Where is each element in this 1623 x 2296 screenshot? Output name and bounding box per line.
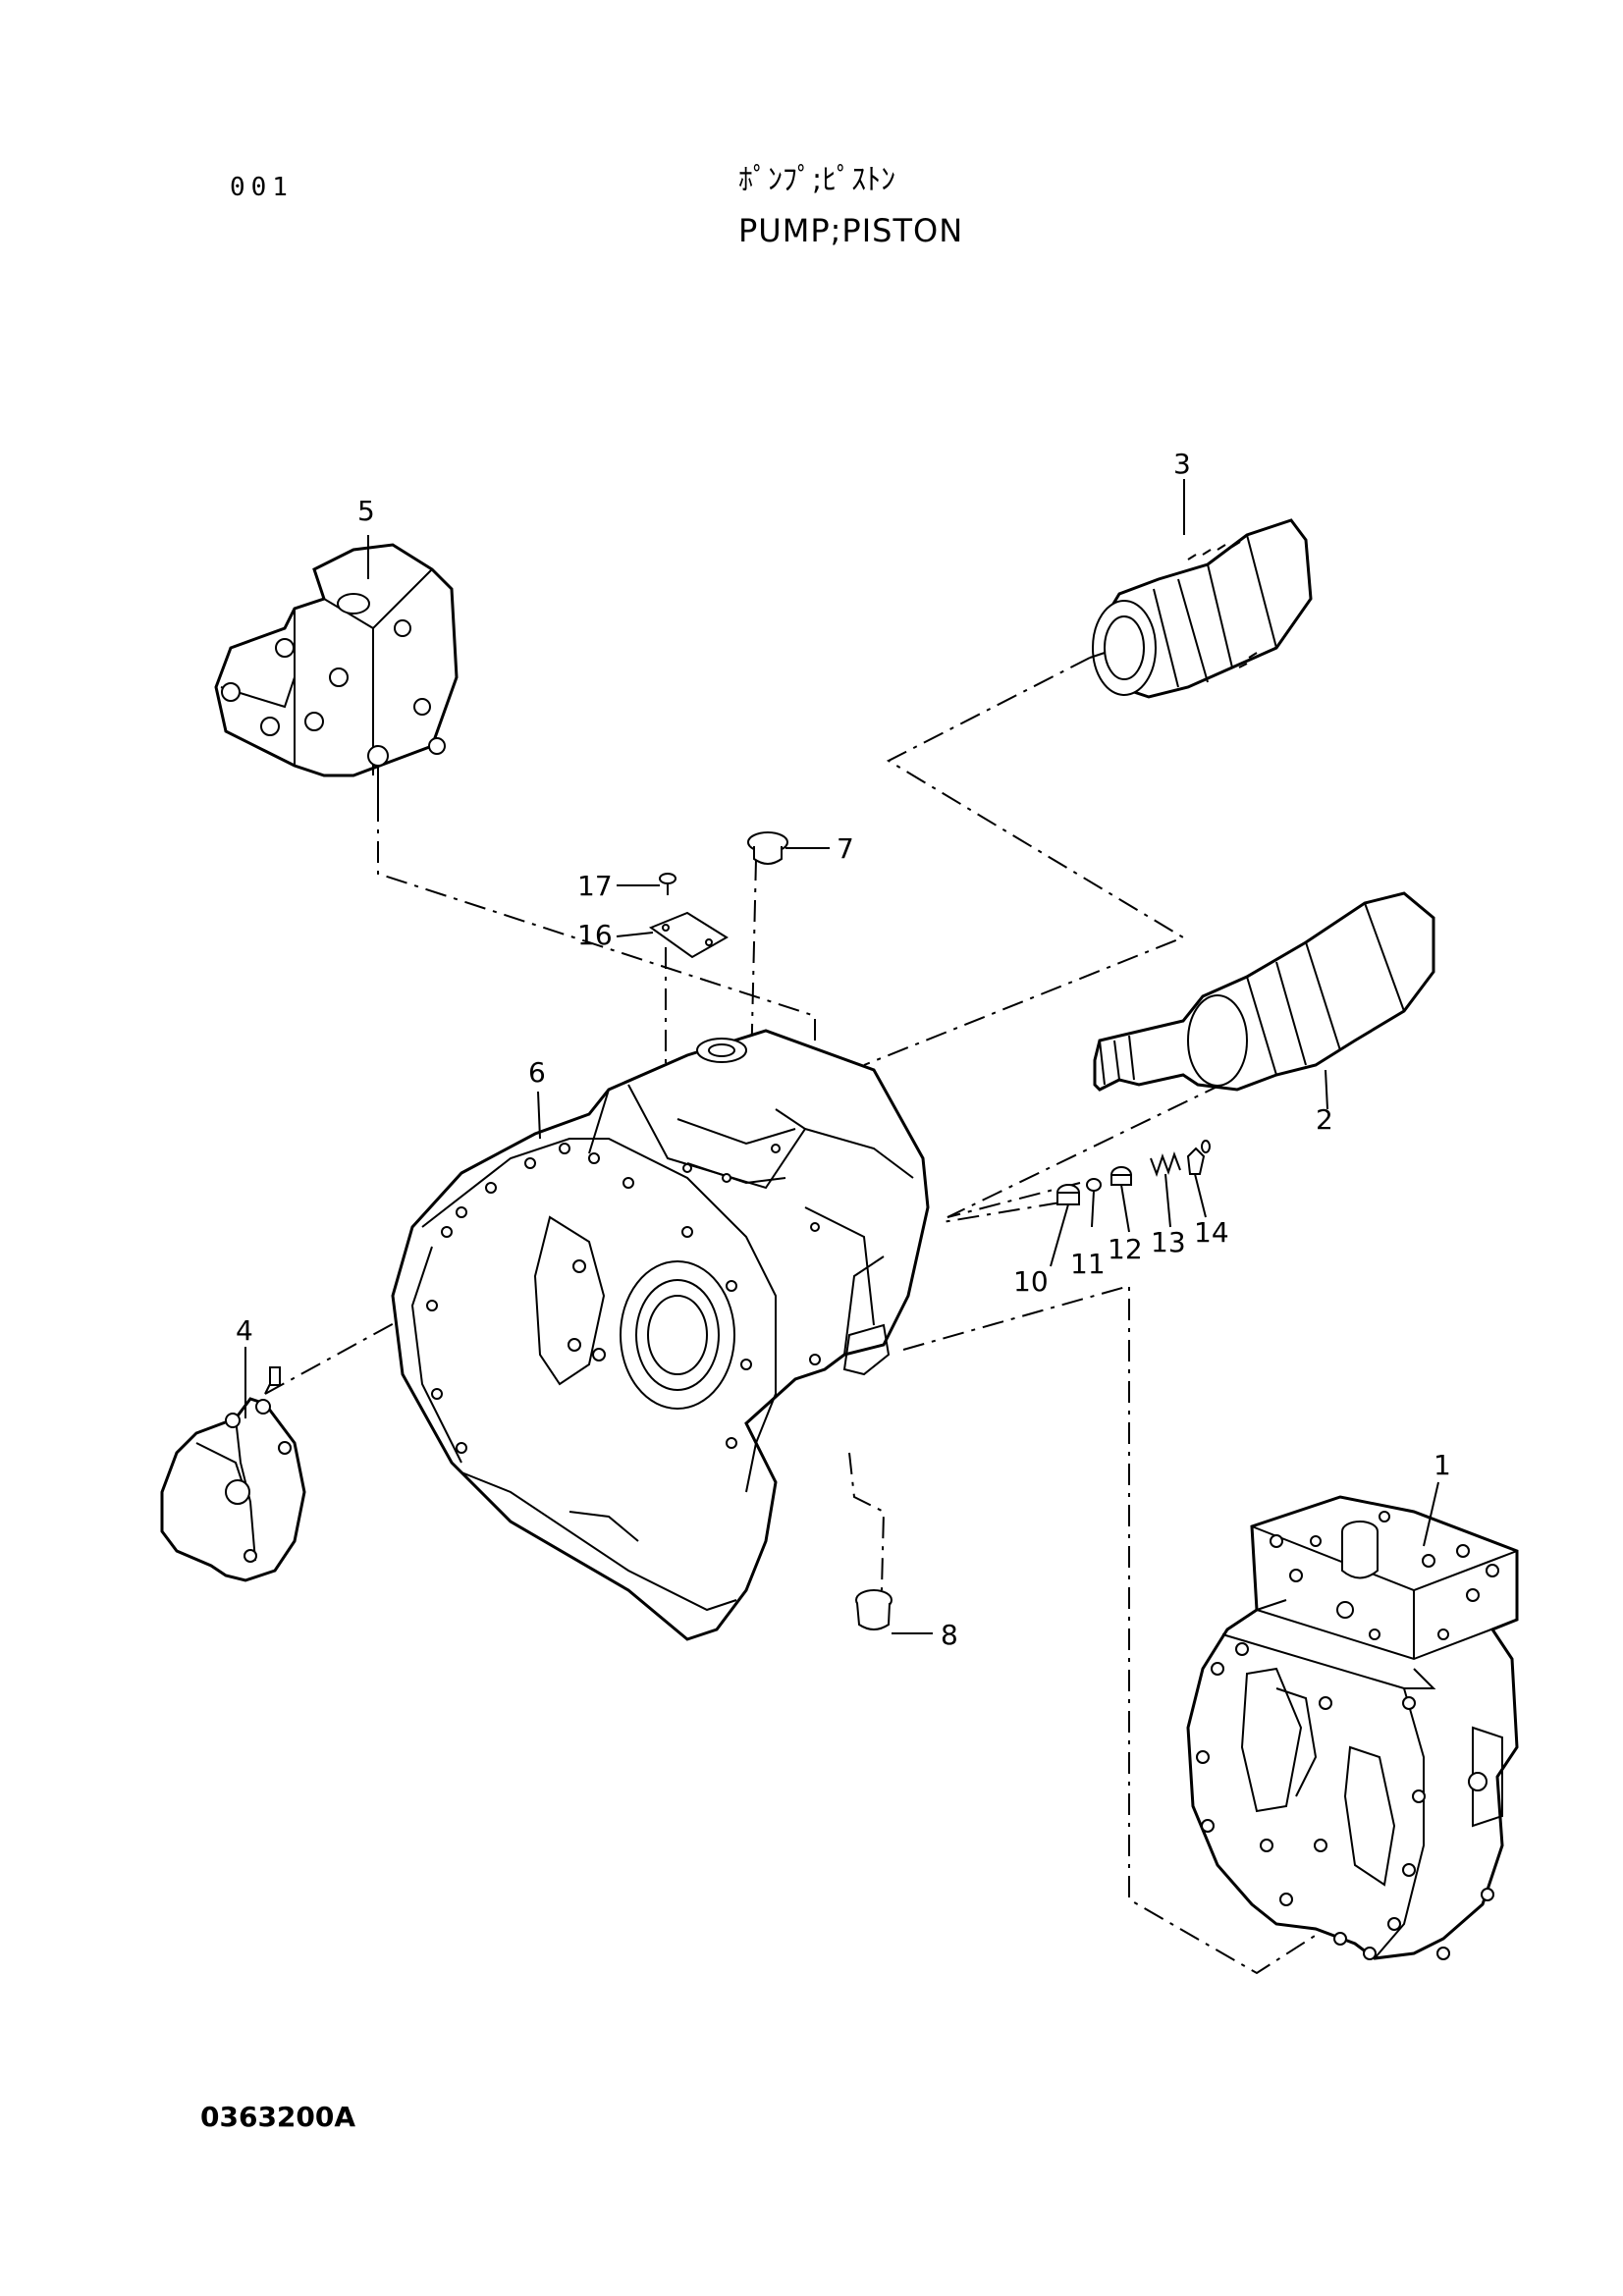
part-16-plate xyxy=(648,911,729,959)
part-10-bushing xyxy=(1056,1184,1080,1205)
part-8-plug xyxy=(855,1589,893,1630)
label-part-3: 3 xyxy=(1173,448,1191,480)
part-17-rivet xyxy=(659,873,676,895)
part-5-gear-pump xyxy=(214,543,459,800)
part-12-bushing xyxy=(1110,1166,1132,1186)
part-labels: 5 3 2 4 6 7 8 17 16 10 11 12 13 14 1 xyxy=(236,448,1451,1651)
label-part-5: 5 xyxy=(357,495,375,527)
part-2-gear-shaft xyxy=(1093,891,1435,1092)
part-4-cover xyxy=(160,1366,306,1582)
part-13-spring xyxy=(1150,1151,1181,1177)
label-part-10: 10 xyxy=(1013,1265,1049,1298)
part-6-pump-housing xyxy=(391,1029,930,1641)
label-part-8: 8 xyxy=(941,1619,958,1651)
label-part-6: 6 xyxy=(528,1056,546,1089)
label-part-11: 11 xyxy=(1070,1248,1106,1280)
label-part-1: 1 xyxy=(1434,1449,1451,1481)
part-14-clip xyxy=(1186,1140,1211,1175)
part-1-main-pump xyxy=(1186,1495,1519,1960)
part-11-ring xyxy=(1086,1178,1102,1192)
label-part-7: 7 xyxy=(837,832,854,865)
leader-lines xyxy=(244,479,1439,1634)
document-code: 0363200A xyxy=(200,2101,356,2133)
label-part-16: 16 xyxy=(577,919,613,951)
part-3-gear-shaft xyxy=(1089,518,1313,699)
label-part-4: 4 xyxy=(236,1314,253,1347)
label-part-12: 12 xyxy=(1108,1233,1143,1265)
title-english: PUMP;PISTON xyxy=(738,212,964,249)
page-number: 001 xyxy=(230,173,294,202)
part-7-plug xyxy=(747,831,788,865)
label-part-17: 17 xyxy=(577,870,613,902)
title-japanese: ﾎﾟﾝﾌﾟ;ﾋﾟｽﾄﾝ xyxy=(738,163,896,197)
label-part-13: 13 xyxy=(1151,1226,1186,1258)
label-part-2: 2 xyxy=(1316,1103,1333,1136)
label-part-14: 14 xyxy=(1194,1216,1229,1249)
